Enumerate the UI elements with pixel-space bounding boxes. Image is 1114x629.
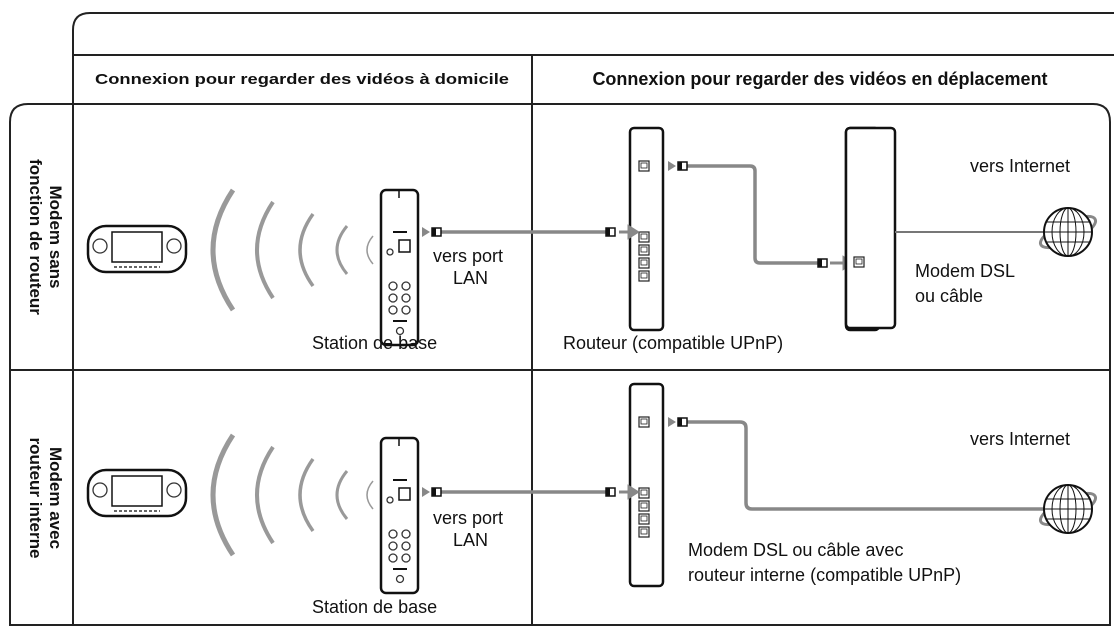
lan-label: vers port — [433, 246, 503, 266]
row-1: vers port LAN Station de base vers Inter… — [86, 126, 1101, 353]
arrow-icon — [422, 227, 430, 237]
modem-port-icon — [853, 256, 865, 268]
lan-port-icon — [638, 513, 650, 525]
router-modem-cable — [685, 164, 818, 265]
internet-label: vers Internet — [970, 429, 1070, 449]
router-modem-label-2: routeur interne (compatible UPnP) — [688, 565, 961, 585]
wireless-waves-icon — [213, 435, 373, 555]
lan-port-icon — [638, 244, 650, 256]
base-station-icon — [379, 436, 420, 595]
arrow-icon — [619, 484, 640, 500]
lan-label-2: LAN — [453, 268, 488, 288]
plug-icon — [431, 227, 442, 237]
psp-console-icon — [86, 224, 188, 274]
svg-text:fonction de routeur: fonction de routeur — [26, 159, 45, 315]
arrow-icon — [668, 417, 676, 427]
header-frame — [72, 12, 1114, 105]
row-2: vers port LAN Station de base vers Inter… — [86, 382, 1101, 617]
arrow-icon — [619, 224, 640, 240]
router-modem-label: Modem DSL ou câble avec — [688, 540, 903, 560]
table-frame — [9, 103, 1111, 626]
lan-label: vers port — [433, 508, 503, 528]
lan-port-icon — [638, 526, 650, 538]
plug-icon — [605, 487, 616, 497]
plug-icon — [817, 258, 828, 268]
arrow-icon — [668, 161, 676, 171]
arrow-icon — [422, 487, 430, 497]
plug-icon — [431, 487, 442, 497]
modem-label-2: ou câble — [915, 286, 983, 306]
globe-icon — [1035, 483, 1101, 535]
internet-cable — [685, 420, 1045, 511]
modem-label: Modem DSL — [915, 261, 1015, 281]
header-away: Connexion pour regarder des vidéos en dé… — [592, 69, 1047, 89]
modem-body — [844, 126, 897, 330]
lan-port-icon — [638, 270, 650, 282]
globe-icon — [1035, 206, 1101, 258]
lan-port-icon — [638, 257, 650, 269]
plug-icon — [677, 161, 688, 171]
lan-port-icon — [638, 500, 650, 512]
svg-text:Modem sans: Modem sans — [46, 186, 65, 289]
wireless-waves-icon — [213, 190, 373, 310]
lan-port-icon — [638, 487, 650, 499]
plug-icon — [605, 227, 616, 237]
internet-label: vers Internet — [970, 156, 1070, 176]
lan-port-icon — [638, 231, 650, 243]
base-station-icon — [379, 188, 420, 347]
base-station-label: Station de base — [312, 333, 437, 353]
lan-label-2: LAN — [453, 530, 488, 550]
psp-console-icon — [86, 468, 188, 518]
router-modem-icon — [628, 382, 665, 588]
row-label-1: Modem sans fonction de routeur — [26, 159, 65, 315]
row-label-2: Modem avec routeur interne — [26, 438, 65, 559]
router-label: Routeur (compatible UPnP) — [563, 333, 783, 353]
wan-port-icon — [638, 160, 650, 172]
plug-icon — [677, 417, 688, 427]
svg-text:Modem avec: Modem avec — [46, 447, 65, 549]
wan-port-icon — [638, 416, 650, 428]
base-station-label: Station de base — [312, 597, 437, 617]
svg-text:routeur interne: routeur interne — [26, 438, 45, 559]
header-home: Connexion pour regarder des vidéos à dom… — [95, 71, 509, 88]
